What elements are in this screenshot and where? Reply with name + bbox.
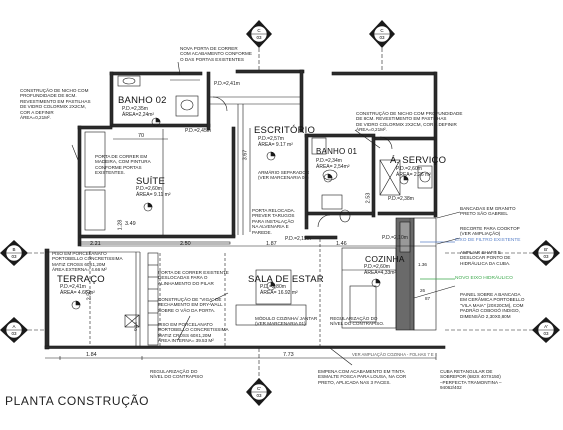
note-porta-correr: NOVA PORTA DE CORRER COM ACABAMENTO CONF… (180, 46, 252, 62)
room-info-banho02: P.D.=2,35m ÁREA=2,24m² (122, 106, 155, 118)
section-c3-letter: C' (257, 386, 261, 391)
plan-linework (22, 48, 538, 380)
note-piso-interno: PISO EM PORCELANATO PORTOBELLO CONCRETIS… (158, 322, 229, 344)
note-nicho-right: CONSTRUÇÃO DE NICHO COM PROFUNDIDADE DE … (356, 111, 463, 133)
dim-250v: 2.50 (86, 289, 93, 301)
note-painel: PAINEL SOBRE A BANCADA EM CERÂMICA PORTO… (460, 292, 525, 319)
room-info-servico: P.D.=2,60m ÁREA= 2.26 m² (396, 166, 431, 178)
dim-221: 2.21 (90, 241, 101, 247)
dim-349: 3.49 (125, 221, 136, 227)
dim-773: 7.73 (283, 352, 294, 358)
room-info-suite: P.D.=2,60m ÁREA= 9.11 m² (136, 186, 171, 198)
dim-253: 2.53 (365, 192, 372, 204)
dim-146: 1.46 (336, 241, 347, 247)
room-name-escritorio: ESCRITÓRIO (254, 125, 316, 136)
note-nicho-left: CONSTRUÇÃO DE NICHO COM PROFUNDIDADE DE … (20, 88, 91, 121)
dim-187: 1.87 (266, 241, 277, 247)
section-b2-letter: B' (544, 247, 548, 252)
drawing-title: PLANTA CONSTRUÇÃO (5, 394, 149, 408)
dim-pd238: P.D.=2,38m (388, 196, 414, 202)
note-piso-terraco: PISO EM PORCELANATO PORTOBELLO CONCRETIS… (52, 251, 123, 273)
note-regularizacao-mid: REGULARIZAÇÃO DO NÍVEL DO CONTRAPISO. (330, 316, 385, 327)
dim-128: 1.28 (117, 219, 124, 231)
note-recorte: RECORTE PARA COOKTOP (VER AMPLIAÇÃO) (460, 226, 520, 237)
dim-136: 1.36 (418, 262, 427, 267)
room-name-banho01: BANHO 01 (316, 147, 358, 156)
room-name-banho02: BANHO 02 (118, 95, 167, 106)
note-regularizacao-bottom: REGULARIZAÇÃO DO NÍVEL DO CONTRAPISO (150, 369, 203, 380)
section-c-letter: C (257, 28, 261, 33)
level-markers (71, 117, 409, 310)
dim-184: 1.84 (86, 352, 97, 358)
note-eixo-filtro: EIXO DE FILTRO EXISTENTE (455, 238, 521, 243)
note-porta-relocada: PORTA RELOCADA. PREVER TARUGOS PARA INST… (252, 208, 295, 235)
room-info-cozinha: P.D.=2,60m ÁREA=4,33m² (364, 264, 397, 276)
room-name-cozinha: COZINHA (365, 254, 405, 264)
note-porta-deslocada: PORTA DE CORRER EXISTENTE DESLOCADAS PAR… (158, 270, 229, 286)
section-marker-b-left: B 03 (0, 240, 28, 266)
dim-pd241: P.D.=2,41m (214, 81, 240, 87)
room-name-terraco: TERRAÇO (57, 274, 105, 285)
section-marker-a-right: A' 03 (532, 317, 560, 343)
section-marker-c-bottom: C' 03 (246, 378, 272, 406)
section-b-sheet: 03 (11, 254, 17, 259)
note-cuba: CUBA RETANGULAR DE SOBREPOR (682x 407x15… (440, 369, 502, 391)
room-info-banho01: P.D.=2,34m ÁREA= 2,54m² (316, 158, 350, 170)
section-marker-a-left: A 03 (0, 317, 28, 343)
section-c2-sheet: 03 (379, 35, 385, 40)
note-ver-ampliacao: VER AMPLIAÇÃO COZINHA - FOLHAS 7 e 8 (352, 352, 438, 357)
section-c2-letter: C (380, 28, 384, 33)
note-porta-madeira: PORTA DE CORRER EM MADEIRA, COM PINTURA … (95, 154, 151, 176)
section-a2-sheet: 03 (543, 331, 549, 336)
note-bancadas: BANCADAS EM GRANITO PRETO SÃO GABRIEL (460, 206, 516, 217)
section-a-sheet: 03 (11, 331, 17, 336)
dim-pd245: P.D.=2,45m (185, 128, 211, 134)
section-b-letter: B (12, 247, 15, 252)
dim-87: 87 (425, 296, 431, 301)
room-name-sala: SALA DE ESTAR (248, 274, 324, 285)
note-viga: CONSTRUÇÃO DE "VIGA" DE FECHAMENTO EM DR… (158, 297, 223, 313)
note-novo-eixo: NOVO EIXO HIDRÁULICO (455, 276, 513, 281)
section-marker-c-top-right: C 03 (369, 20, 395, 48)
dim-70: 70 (138, 133, 145, 139)
section-marker-c-top-left: C 03 (246, 20, 272, 48)
section-a-letter: A (12, 324, 15, 329)
section-c3-sheet: 03 (256, 393, 262, 398)
section-c-sheet: 03 (256, 35, 262, 40)
section-a2-letter: A' (544, 324, 548, 329)
note-modulo: MÓDULO COZINHA/ JANTAR (VER MARCENARIA 0… (255, 316, 318, 327)
room-name-servico: Á. SERVIÇO (390, 155, 447, 166)
note-armario: ARMÁRIO SEPARADOR (VER MARCENARIA 02) (258, 170, 310, 181)
dim-250: 2.50 (180, 241, 191, 247)
dim-pd215: P.D.=2,15m (285, 236, 311, 242)
room-info-escritorio: P.D.=2,57m ÁREA= 9.17 m² (258, 136, 293, 148)
dim-367: 3.67 (242, 149, 249, 161)
dim-pd210: P.D.=2,10m (382, 235, 408, 241)
section-marker-b-right: B' 03 (532, 240, 560, 266)
room-name-suite: SUÍTE (136, 176, 165, 187)
room-info-sala: P.D.=2,80m ÁREA= 16.92 m² (260, 284, 298, 296)
room-info-terraco: P.D.=2,41m ÁREA= 4.66 m² (60, 284, 95, 296)
section-markers: C 03 C 03 B 03 A 03 B' (0, 20, 560, 406)
dim-014: 0.14 (132, 322, 138, 331)
dim-26: 26 (420, 288, 426, 293)
note-empena: EMPENA COM ACABAMENTO EM TINTA ESMALTE F… (318, 369, 407, 385)
section-b2-sheet: 03 (543, 254, 549, 259)
note-ampliar-shaft: AMPLIAR SHAFT E DESLOCAR PONTO DE HIDRÁU… (460, 250, 511, 266)
